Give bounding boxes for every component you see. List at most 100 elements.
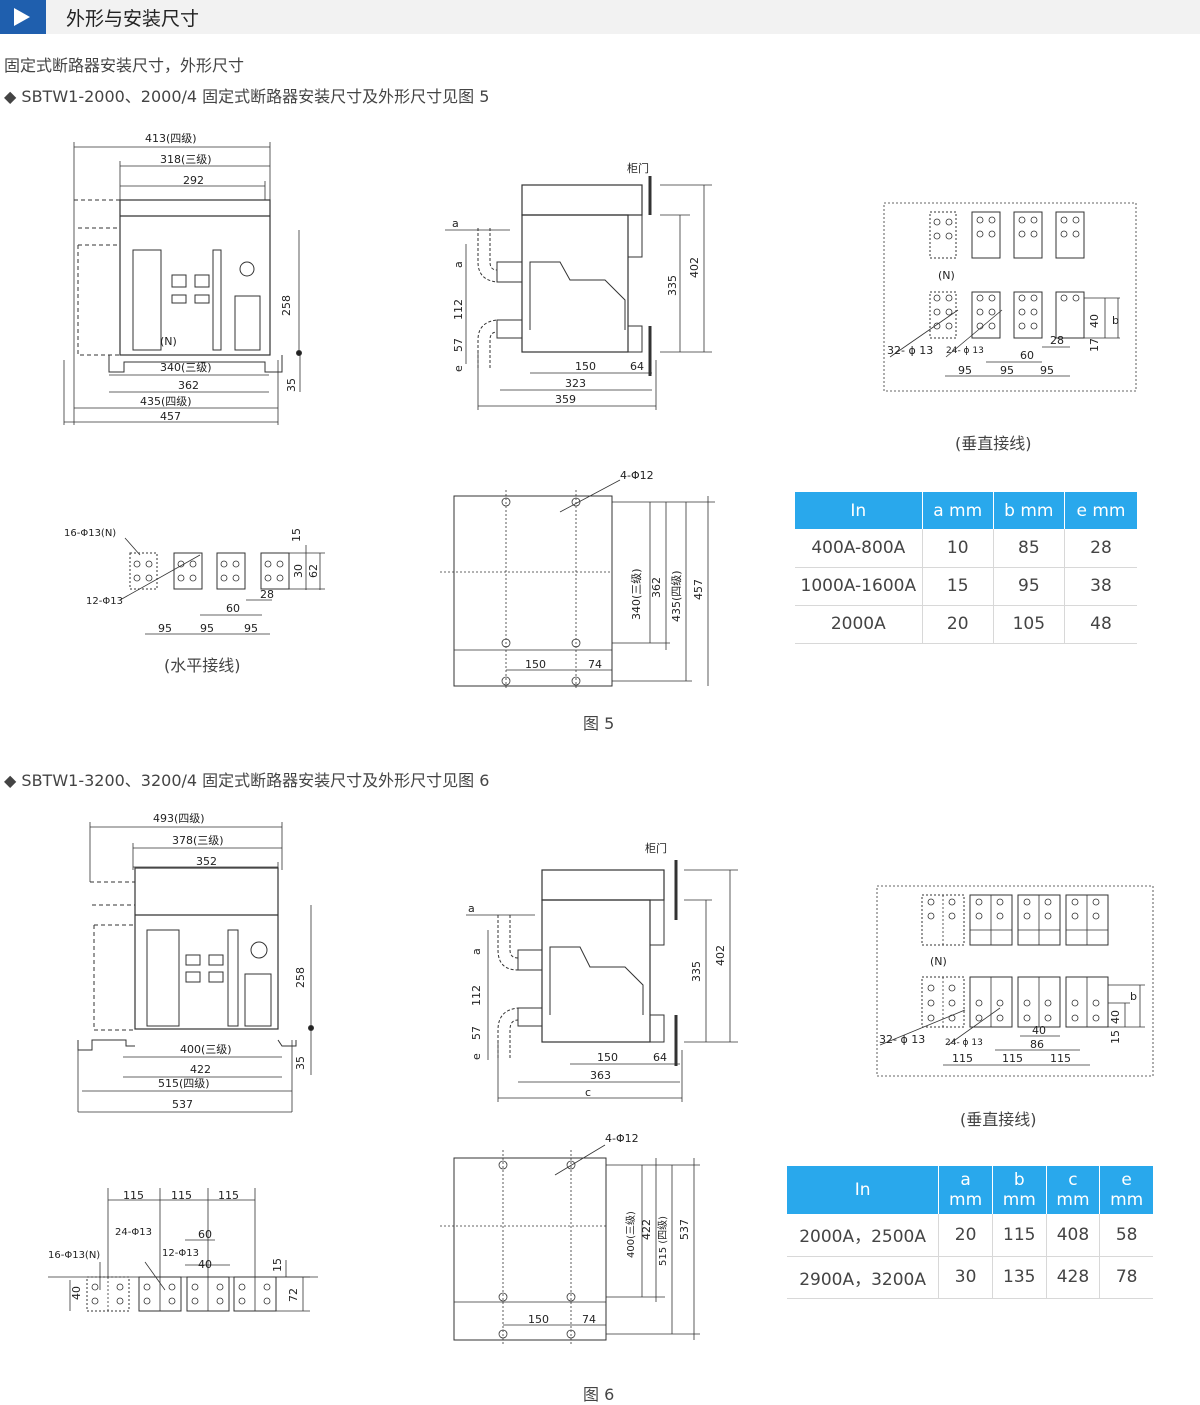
table-header: e mm <box>1064 492 1137 529</box>
table-row: 1000A-1600A 15 95 38 <box>795 567 1137 606</box>
dim-label: 115 <box>1050 1052 1071 1065</box>
dim-label: 493(四级) <box>153 812 205 825</box>
dim-label: 115 <box>952 1052 973 1065</box>
dim-label: 363 <box>590 1069 611 1082</box>
dim-label: 258 <box>280 295 293 316</box>
table-cell: 78 <box>1099 1256 1153 1299</box>
diamond-bullet-icon: ◆ <box>4 771 17 790</box>
dim-label: 352 <box>196 855 217 868</box>
diamond-bullet-icon: ◆ <box>4 87 17 106</box>
fig6-side-view: 柜门 a a 112 57 e 335 402 150 64 363 c <box>466 841 738 1102</box>
holes-label: 24-Φ13 <box>115 1227 152 1238</box>
dim-label: 95 <box>244 622 258 635</box>
dim-label: 28 <box>260 588 274 601</box>
table-cell: 95 <box>993 567 1065 606</box>
door-label: 柜门 <box>645 841 667 855</box>
holes-label: 12-Φ13 <box>86 596 123 607</box>
table-cell: 408 <box>1046 1214 1101 1257</box>
dim-label: 95 <box>958 364 972 377</box>
fig6-intro: ◆ SBTW1-3200、3200/4 固定式断路器安装尺寸及外形尺寸见图 6 <box>4 767 489 791</box>
dim-label: 40 <box>1109 1010 1122 1024</box>
dim-label: 340(三级) <box>160 361 212 374</box>
dim-label: 335 <box>690 961 703 982</box>
table-row: 400A-800A 10 85 28 <box>795 529 1137 568</box>
dim-label: 64 <box>653 1051 667 1064</box>
holes-label: 4-Φ12 <box>605 1132 639 1145</box>
dim-label: 422 <box>640 1219 653 1240</box>
vertical-wiring-caption: (垂直接线) <box>960 1110 1037 1129</box>
holes-label: 24- ϕ 13 <box>945 1038 983 1048</box>
dim-label: 258 <box>294 967 307 988</box>
dim-label: 435(四级) <box>140 395 192 408</box>
dim-label: 72 <box>287 1288 300 1302</box>
dim-label: 537 <box>172 1098 193 1111</box>
fig5-front-view: 413(四级) 318(三级) 292 258 (N) 340(三级) 362 … <box>63 132 302 425</box>
dim-label: b <box>1130 990 1137 1003</box>
dim-label: 400(三级) <box>180 1043 232 1056</box>
dim-label: 115 <box>1002 1052 1023 1065</box>
fig6-caption: 图 6 <box>583 1385 615 1404</box>
dim-label: 60 <box>226 602 240 615</box>
table-cell: 105 <box>993 605 1065 644</box>
dim-label: 457 <box>160 410 181 423</box>
fig6-front-view: 493(四级) 378(三级) 352 258 400(三级) 422 35 5… <box>77 812 314 1113</box>
dim-label: 40 <box>1088 314 1101 328</box>
dim-label: 35 <box>285 378 298 392</box>
table-row: 2000A，2500A 20 115 408 58 <box>787 1214 1153 1257</box>
dim-label: 323 <box>565 377 586 390</box>
dim-label: 15 <box>290 528 303 542</box>
table-cell: 15 <box>922 567 994 606</box>
dim-label: 402 <box>688 257 701 278</box>
neutral-label: (N) <box>160 335 177 348</box>
dim-label: 402 <box>714 945 727 966</box>
table-cell: 2000A，2500A <box>787 1214 940 1257</box>
dim-label: 150 <box>525 658 546 671</box>
dim-label: 435(四级) <box>670 570 683 622</box>
fig5-mounting-view: 4-Φ12 340(三级) 362 435(四级) 457 150 74 <box>440 469 715 690</box>
holes-label: 16-Φ13(N) <box>64 528 116 539</box>
dim-label: 112 <box>470 985 483 1006</box>
dim-label: 40 <box>1032 1024 1046 1037</box>
dim-label: 400(三级) <box>625 1211 637 1258</box>
dim-label: a <box>468 902 475 915</box>
dim-label: 150 <box>575 360 596 373</box>
dim-label: 57 <box>470 1026 483 1040</box>
fig6-intro-text: SBTW1-3200、3200/4 固定式断路器安装尺寸及外形尺寸见图 6 <box>21 771 490 790</box>
dim-label: 362 <box>178 379 199 392</box>
section-title: 外形与安装尺寸 <box>66 8 200 30</box>
horizontal-wiring-caption: (水平接线) <box>164 656 241 675</box>
dim-label: 62 <box>307 564 320 578</box>
table-cell: 58 <box>1099 1214 1153 1257</box>
neutral-label: (N) <box>930 955 947 968</box>
section-header: 外形与安装尺寸 <box>0 0 1200 34</box>
dim-label: e <box>470 1053 483 1060</box>
dim-label: 362 <box>650 577 663 598</box>
fig5-spec-table: In a mm b mm e mm 400A-800A 10 85 28 100… <box>795 492 1137 644</box>
intro-text: 固定式断路器安装尺寸，外形尺寸 <box>4 56 245 75</box>
dim-label: 74 <box>588 658 602 671</box>
table-cell: 2900A，3200A <box>787 1256 940 1299</box>
play-icon <box>0 0 46 34</box>
dim-label: 60 <box>1020 349 1034 362</box>
holes-label: 4-Φ12 <box>620 469 654 482</box>
dim-label: 457 <box>692 579 705 600</box>
vertical-wiring-caption: (垂直接线) <box>955 434 1032 453</box>
dim-label: 378(三级) <box>172 834 224 847</box>
dim-label: c <box>585 1086 591 1099</box>
dim-label: 112 <box>452 299 465 320</box>
fig5-intro-text: SBTW1-2000、2000/4 固定式断路器安装尺寸及外形尺寸见图 5 <box>21 87 490 106</box>
table-header: In <box>795 492 923 529</box>
dim-label: 413(四级) <box>145 132 197 145</box>
fig5-vertical-wiring: (N) 32- ϕ 13 24- ϕ 13 40 b 28 60 17 95 9… <box>883 202 1137 392</box>
dim-label: 95 <box>1000 364 1014 377</box>
dim-label: 95 <box>158 622 172 635</box>
dim-label: a <box>452 217 459 230</box>
table-cell: 85 <box>993 529 1065 568</box>
fig6-horizontal-wiring: 115 115 115 24-Φ13 60 12-Φ13 40 16-Φ13(N… <box>48 1188 318 1312</box>
dim-label: 335 <box>666 275 679 296</box>
holes-label: 24- ϕ 13 <box>946 346 984 356</box>
